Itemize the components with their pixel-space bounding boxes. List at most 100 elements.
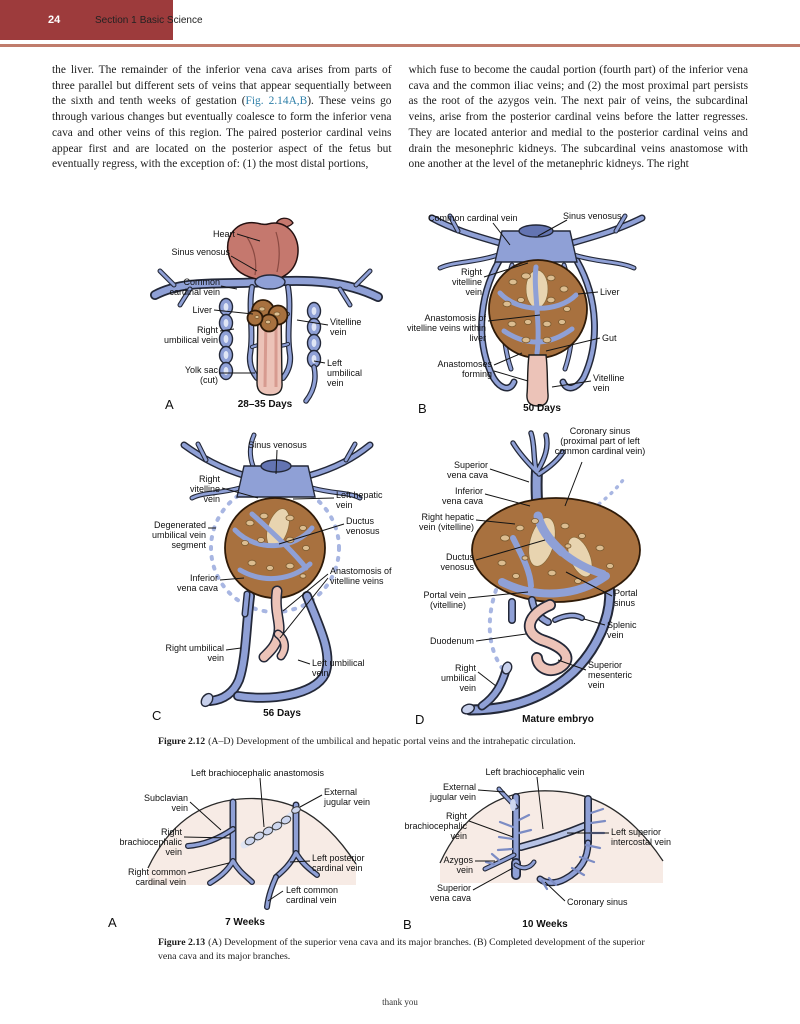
label-right-brachiocephalic-vein: Right brachiocephalic vein: [404, 811, 467, 842]
heart: [226, 217, 299, 281]
header-band: [0, 0, 173, 40]
label-superior-vena-cava: Superior vena cava: [429, 883, 471, 904]
label-splenic-vein: Splenic vein: [607, 620, 637, 641]
mature-embryo-illustration: [461, 420, 641, 730]
fig212-caption-text: (A–D) Development of the umbilical and h…: [208, 736, 576, 747]
figure-cross-reference-link[interactable]: Fig. 2.14A,B: [245, 95, 308, 108]
leader-lines: [213, 233, 329, 374]
label-degenerated-umbilical: Degenerated umbilical vein segment: [151, 520, 206, 551]
fig213-panel-b: Left brachiocephalic vein External jugul…: [395, 765, 695, 932]
liver: [224, 497, 326, 599]
label-yolk-sac: Yolk sac (cut): [184, 365, 218, 386]
anastomosis-beads: [244, 806, 301, 846]
right-trunk: [485, 789, 534, 875]
panel-letter: B: [418, 401, 427, 416]
svc-10-weeks-illustration: [439, 776, 664, 902]
fig212-panel-d: Coronary sinus (proximal part of left co…: [410, 420, 690, 730]
label-azygos-vein: Azygos vein: [443, 855, 473, 876]
label-liver: Liver: [600, 287, 620, 297]
leader-lines: [468, 776, 609, 902]
label-vitelline-vein: Vitelline vein: [330, 317, 362, 338]
stage-label: 10 Weeks: [522, 919, 568, 930]
label-left-posterior-cardinal-vein: Left posterior cardinal vein: [312, 853, 365, 874]
stage-label: 28–35 Days: [237, 399, 293, 410]
leader-lines: [483, 219, 601, 388]
svc-7-weeks-illustration: [147, 777, 357, 930]
stage-label: 7 Weeks: [225, 917, 265, 928]
label-right-hepatic-vein: Right hepatic vein (vitelline): [418, 512, 474, 533]
section-label: Section 1: [95, 15, 137, 26]
stage-label: 56 Days: [263, 708, 301, 719]
label-common-cardinal-vein: Common cardinal vein: [428, 213, 518, 223]
fig213-caption: Figure 2.13(A) Development of the superi…: [158, 936, 658, 963]
coronary-sinus-piece: [557, 478, 625, 508]
label-anastomosis-vitelline: Anastomosis of vitelline veins: [330, 566, 392, 587]
panel-letter: A: [165, 397, 174, 412]
label-heart: Heart: [212, 229, 235, 239]
label-external-jugular-vein: External jugular vein: [429, 782, 476, 803]
label-anastomosis-within-liver: Anastomosis of vitelline veins within li…: [406, 313, 486, 344]
liver: [488, 259, 588, 359]
fig213-caption-label: Figure 2.13: [158, 937, 206, 948]
label-coronary-sinus: Coronary sinus (proximal part of left co…: [554, 426, 646, 457]
degenerated-left-umbilical: [487, 588, 504, 670]
fig212-panel-b: Common cardinal vein Sinus venosus Right…: [400, 205, 680, 420]
label-subclavian-vein: Subclavian vein: [143, 793, 188, 814]
label-inferior-vena-cava: Inferior vena cava: [441, 486, 483, 507]
label-right-umbilical-vein: Right umbilical vein: [163, 325, 218, 346]
leader-lines: [467, 461, 613, 687]
panel-letter: D: [415, 712, 425, 727]
fig212-caption: Figure 2.12(A–D) Development of the umbi…: [158, 735, 678, 749]
embryo-28-35-days-illustration: [130, 217, 400, 415]
label-sinus-venosus: Sinus venosus: [563, 211, 622, 221]
label-liver: Liver: [192, 305, 212, 315]
right-column: which fuse to become the caudal portion …: [408, 64, 749, 171]
footer-text: thank you: [382, 997, 418, 1007]
header-rule: [0, 44, 800, 47]
label-vitelline-vein: Vitelline vein: [593, 373, 625, 394]
label-left-brachiocephalic-vein: Left brachiocephalic vein: [485, 767, 585, 777]
fig213-panel-a: Left brachiocephalic anastomosis Subclav…: [100, 765, 390, 930]
body-text: the liver. The remainder of the inferior…: [52, 63, 748, 173]
label-superior-vena-cava: Superior vena cava: [446, 460, 488, 481]
label-right-brachiocephalic-vein: Right brachiocephalic vein: [119, 827, 182, 858]
label-sinus-venosus: Sinus venosus: [248, 440, 307, 450]
page-number: 24: [48, 14, 61, 26]
embryo-56-days-illustration: [140, 428, 410, 708]
label-right-common-cardinal-vein: Right common cardinal vein: [127, 867, 186, 888]
label-right-umbilical-vein: Right umbilical vein: [440, 663, 476, 694]
gut: [264, 591, 285, 657]
umbilical-veins: [200, 596, 328, 708]
stage-label: Mature embryo: [522, 714, 594, 725]
label-right-vitelline-vein: Right vitelline vein: [451, 267, 482, 298]
label-external-jugular-vein: External jugular vein: [324, 787, 371, 808]
label-ductus-venosus: Ductus venosus: [440, 552, 474, 573]
panel-letter: B: [403, 917, 412, 932]
label-portal-sinus: Portal sinus: [614, 588, 638, 609]
panel-letter: A: [108, 915, 117, 930]
sinus-venosus-shape: [254, 274, 286, 290]
label-left-brachiocephalic-anastomosis: Left brachiocephalic anastomosis: [190, 768, 325, 778]
left-umbilical-chain: [306, 301, 322, 402]
label-sinus-venosus: Sinus venosus: [171, 247, 230, 257]
label-superior-mesenteric-vein: Superior mesenteric vein: [588, 660, 633, 691]
label-left-hepatic-vein: Left hepatic vein: [336, 490, 383, 511]
label-gut: Gut: [602, 333, 617, 343]
label-left-superior-intercostal-vein: Left superior intercostal vein: [611, 827, 672, 848]
gut: [526, 354, 549, 407]
label-portal-vein: Portal vein (vitelline): [423, 590, 466, 611]
stage-label: 50 Days: [523, 403, 561, 414]
liver: [471, 497, 641, 603]
embryo-50-days-illustration: [400, 205, 680, 407]
section-title: Basic Science: [139, 15, 203, 26]
sinus-venosus-branches: [184, 435, 370, 498]
label-ductus-venosus: Ductus venosus: [346, 516, 380, 537]
label-common-cardinal-vein: Common cardinal vein: [169, 277, 220, 298]
label-duodenum: Duodenum: [429, 636, 474, 646]
panel-letter: C: [152, 708, 162, 723]
label-left-umbilical-vein: Left umbilical vein: [312, 658, 365, 679]
label-anastomoses-forming: Anastomoses forming: [437, 359, 492, 380]
fig212-panel-a: Heart Sinus venosus Common cardinal vein…: [130, 215, 400, 415]
